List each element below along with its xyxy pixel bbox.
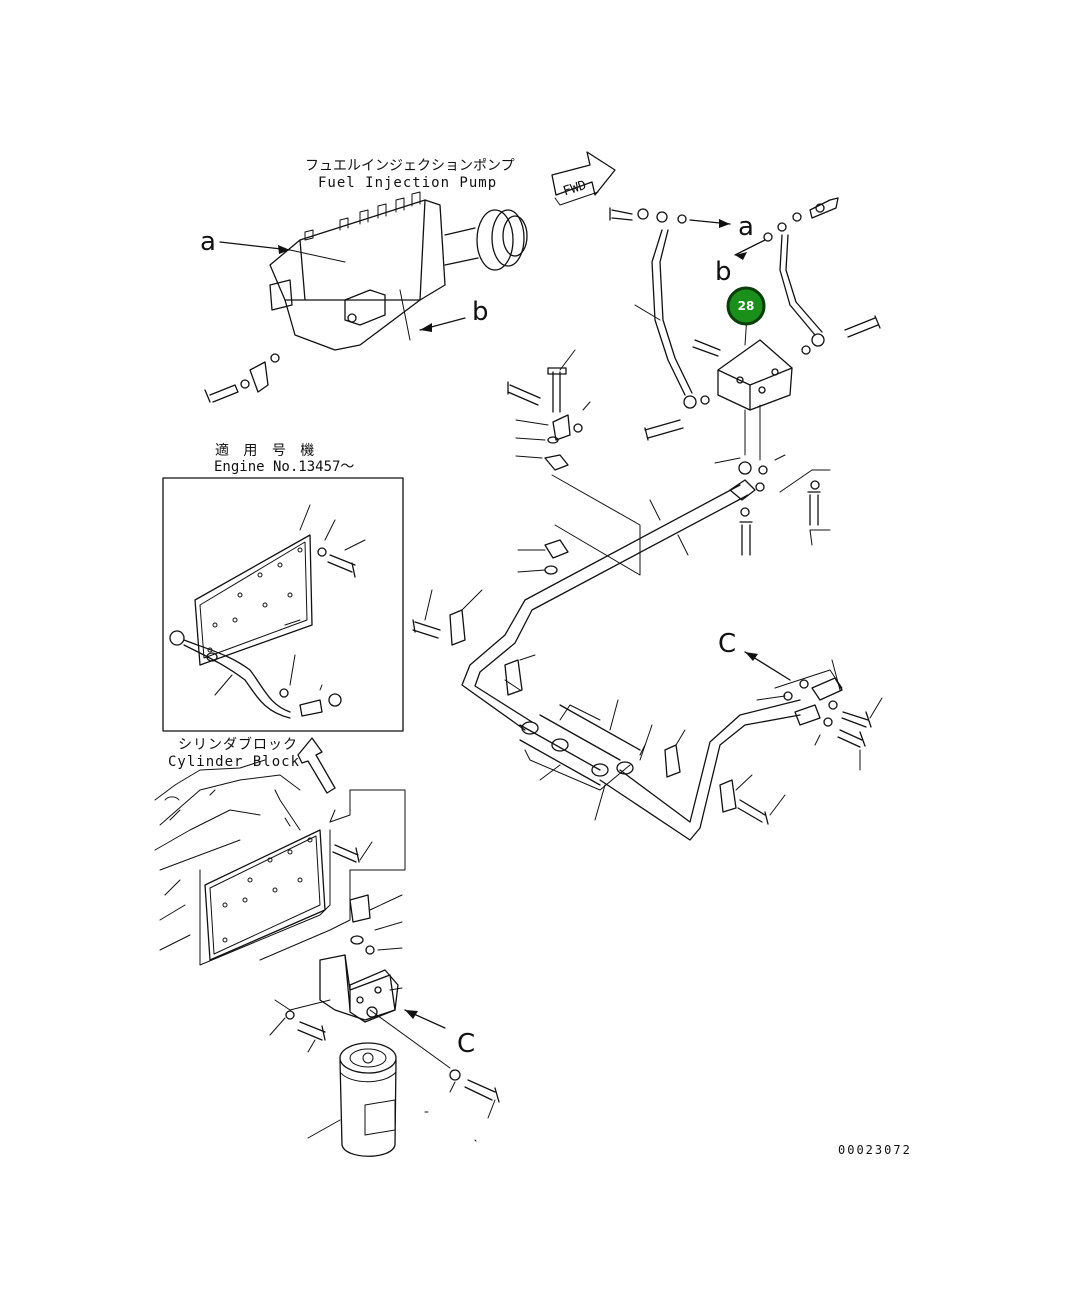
serial-label-en: Engine No.13457～ (214, 459, 354, 475)
ref-c-lower: C (457, 1029, 475, 1059)
upper-fuel-lines: a b (609, 197, 881, 461)
fuel-pump-label-jp: フュエルインジェクションポンプ (305, 158, 515, 174)
callout-28[interactable]: 28 (726, 286, 766, 326)
ref-a-left: a (200, 227, 216, 257)
main-fuel-tube: C (412, 461, 883, 841)
inset-frame (162, 477, 404, 732)
fwd-arrow: FWD (551, 151, 616, 206)
cylinder-label-jp: シリンダブロック (178, 736, 298, 753)
ref-b-right: b (715, 257, 732, 287)
fuel-pump-label-en: Fuel Injection Pump (318, 175, 497, 191)
fwd-label: FWD (561, 178, 588, 200)
bracket-parts (507, 349, 786, 576)
cylinder-block-section: シリンダブロック Cylinder Block C (154, 736, 500, 1157)
callout-28-number: 28 (738, 299, 755, 313)
serial-inset: 適 用 号 機 Engine No.13457～ (162, 442, 404, 732)
cylinder-label-en: Cylinder Block (168, 754, 300, 770)
ref-c-upper: C (718, 629, 736, 659)
drawing-number: 00023072 (838, 1143, 912, 1157)
fuel-injection-pump: フュエルインジェクションポンプ Fuel Injection Pump a b (200, 158, 528, 403)
callout-28-circle[interactable] (726, 286, 766, 326)
ref-b-left: b (472, 297, 489, 327)
serial-label-jp: 適 用 号 機 (215, 442, 317, 459)
ref-a-right: a (738, 212, 754, 242)
